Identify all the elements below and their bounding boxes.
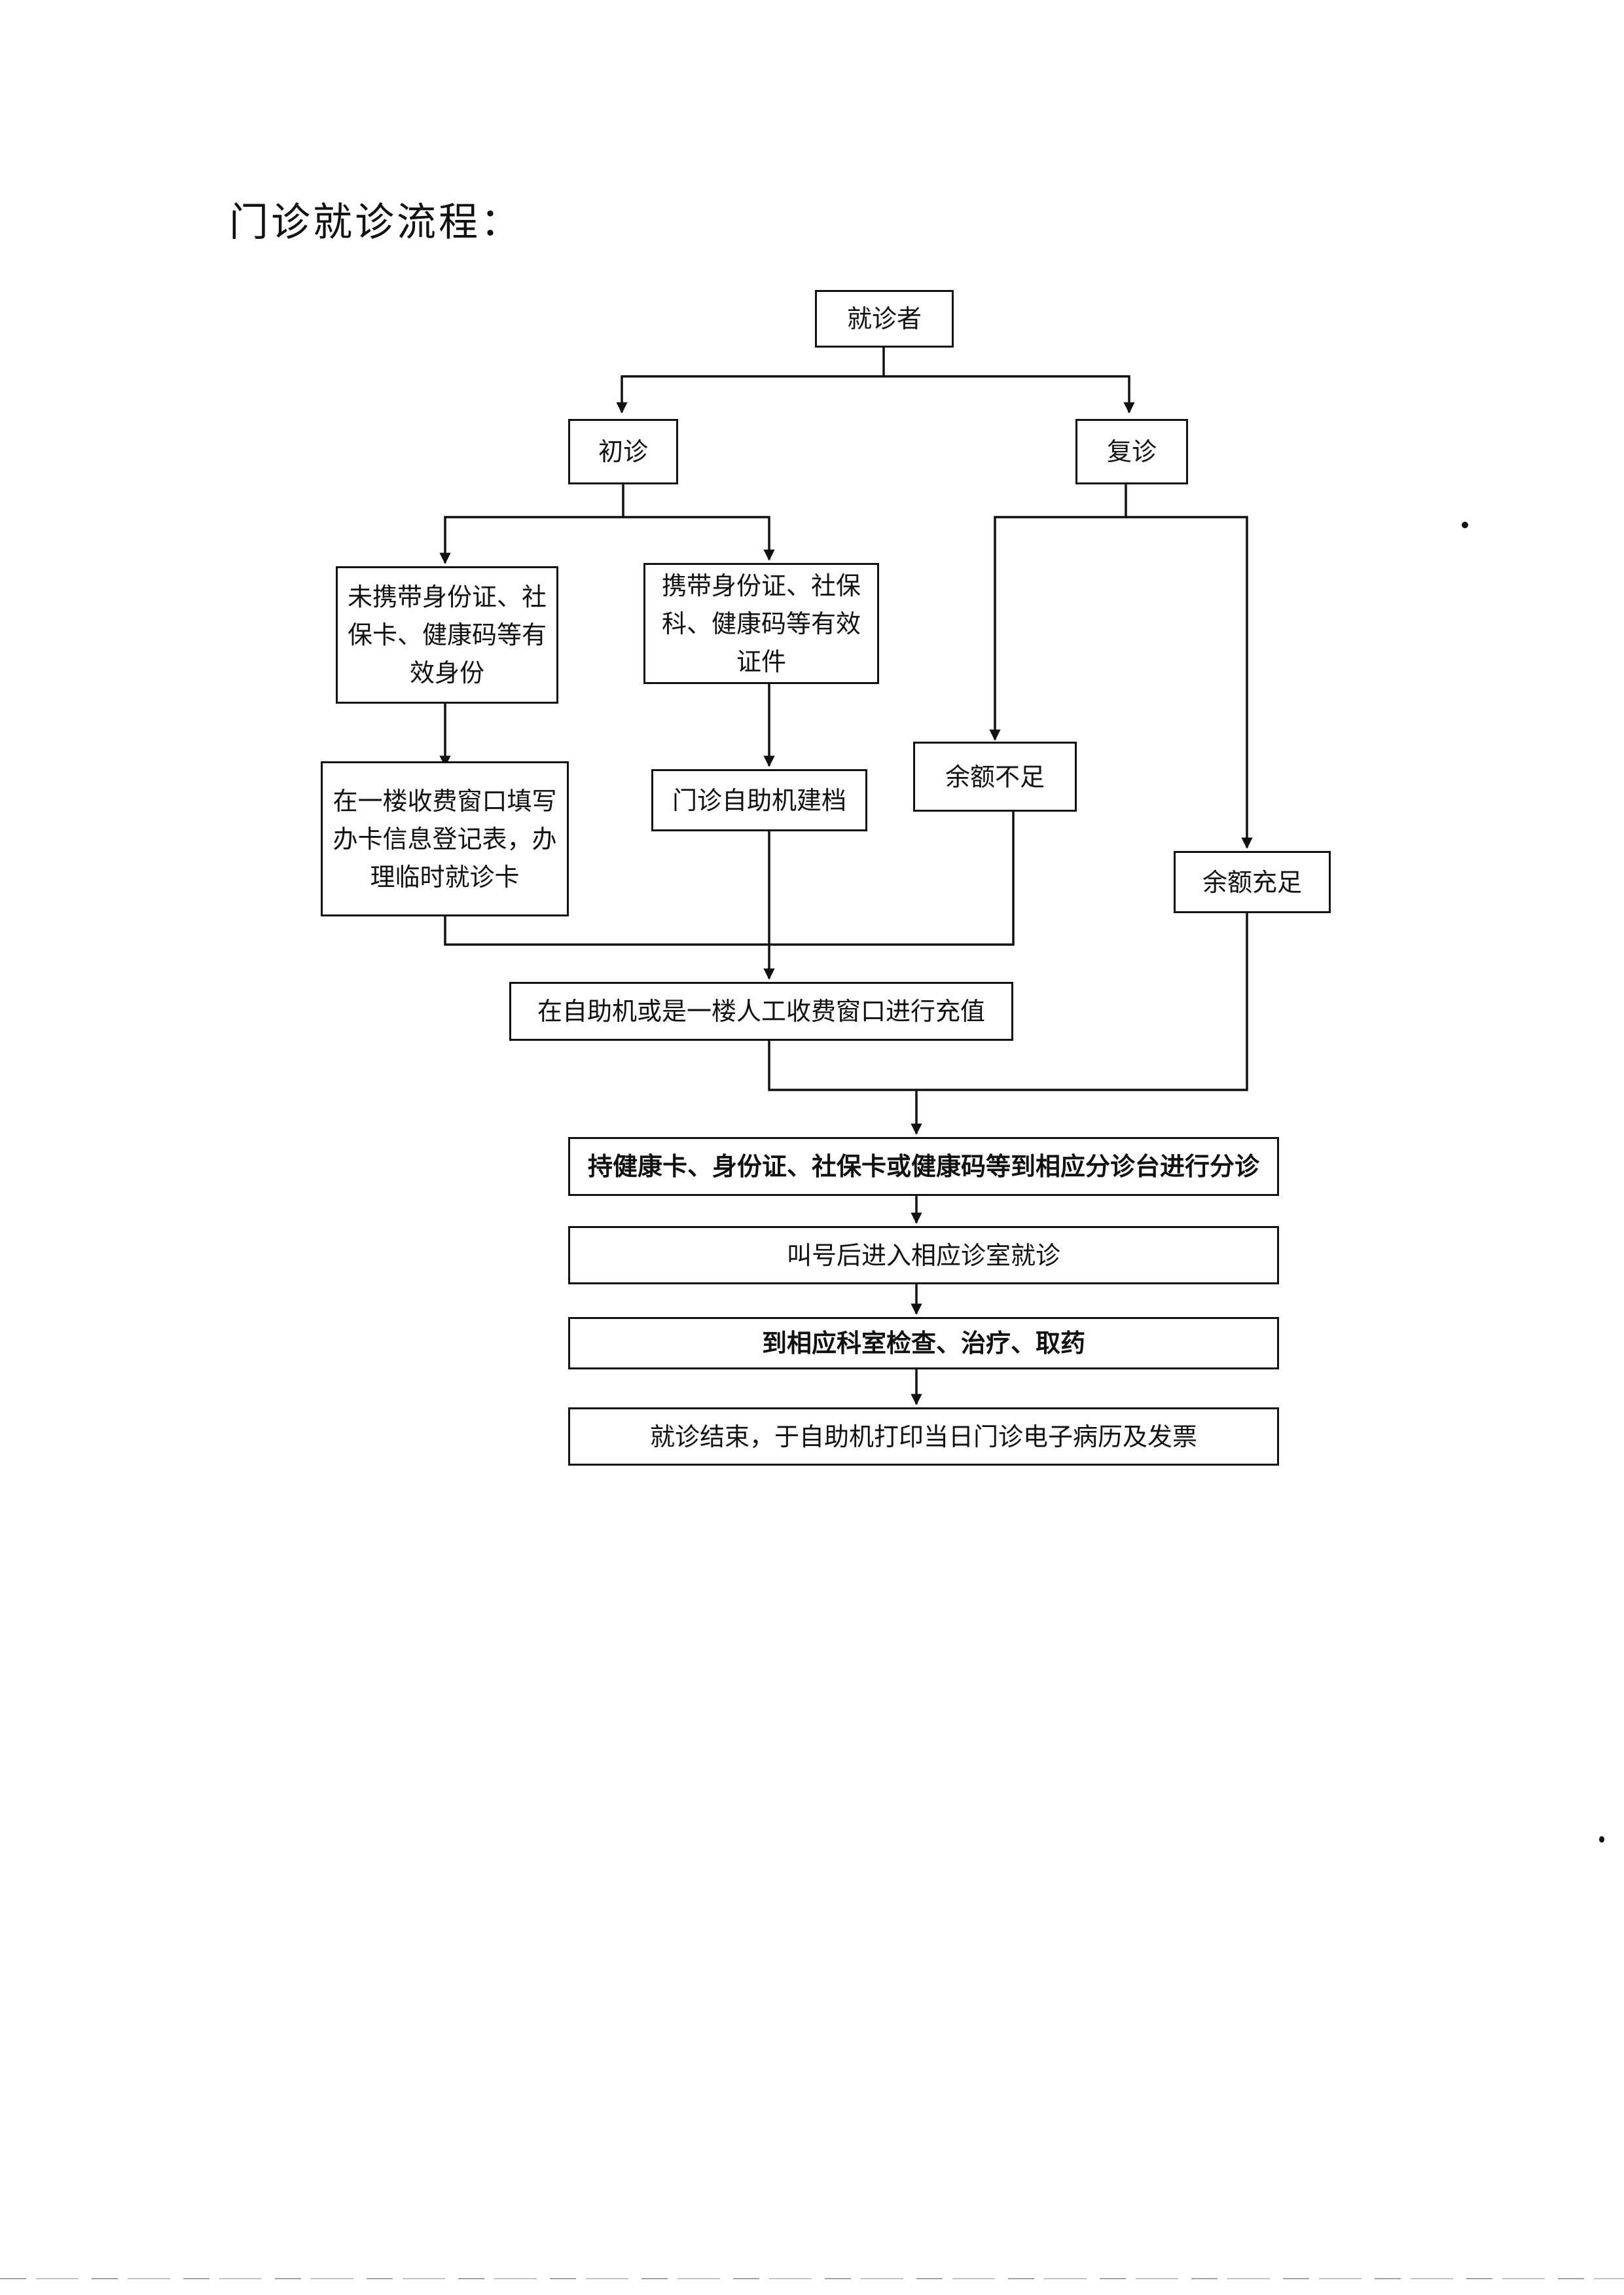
consultation-node: 叫号后进入相应诊室就诊 bbox=[568, 1226, 1279, 1284]
finish-node: 就诊结束，于自助机打印当日门诊电子病历及发票 bbox=[568, 1407, 1279, 1466]
connector-patient-return bbox=[884, 375, 1135, 414]
with-id-node: 携带身份证、社保科、健康码等有效证件 bbox=[643, 563, 879, 684]
connector-sufficient-merge bbox=[916, 913, 1248, 1091]
balance-insufficient-label: 余额不足 bbox=[945, 762, 1045, 791]
connector-return-sufficient bbox=[1126, 516, 1253, 849]
recharge-node: 在自助机或是一楼人工收费窗口进行充值 bbox=[509, 982, 1013, 1041]
return-visit-label: 复诊 bbox=[1106, 437, 1157, 466]
connector-recharge-merge bbox=[768, 1041, 916, 1091]
connector-first-no-id bbox=[439, 484, 624, 564]
register-window-label: 在一楼收费窗口填写办卡信息登记表，办理临时就诊卡 bbox=[333, 786, 557, 892]
finish-label: 就诊结束，于自助机打印当日门诊电子病历及发票 bbox=[649, 1422, 1197, 1451]
connector-patient-split bbox=[616, 347, 885, 414]
patient-node: 就诊者 bbox=[815, 290, 954, 348]
exam-node: 到相应科室检查、治疗、取药 bbox=[568, 1317, 1279, 1369]
scan-speck bbox=[1599, 1836, 1604, 1843]
balance-sufficient-node: 余额充足 bbox=[1174, 851, 1331, 913]
exam-label: 到相应科室检查、治疗、取药 bbox=[761, 1329, 1085, 1358]
self-service-register-label: 门诊自助机建档 bbox=[672, 786, 846, 815]
with-id-label: 携带身份证、社保科、健康码等有效证件 bbox=[661, 571, 861, 676]
self-service-register-node: 门诊自助机建档 bbox=[651, 769, 867, 831]
register-window-node: 在一楼收费窗口填写办卡信息登记表，办理临时就诊卡 bbox=[321, 761, 569, 916]
no-id-node: 未携带身份证、社保卡、健康码等有效身份 bbox=[336, 566, 558, 704]
connector-register-merge bbox=[444, 916, 769, 946]
return-visit-node: 复诊 bbox=[1075, 419, 1188, 484]
page-title: 门诊就诊流程： bbox=[229, 200, 522, 245]
first-visit-label: 初诊 bbox=[598, 437, 648, 466]
scan-speck bbox=[1462, 522, 1468, 528]
no-id-label: 未携带身份证、社保卡、健康码等有效身份 bbox=[347, 583, 547, 687]
first-visit-node: 初诊 bbox=[568, 419, 678, 484]
patient-label: 就诊者 bbox=[846, 304, 922, 333]
connector-return-insufficient bbox=[989, 484, 1127, 741]
connector-first-with-id bbox=[623, 516, 775, 561]
triage-node: 持健康卡、身份证、社保卡或健康码等到相应分诊台进行分诊 bbox=[568, 1137, 1279, 1196]
balance-sufficient-label: 余额充足 bbox=[1202, 867, 1302, 897]
recharge-label: 在自助机或是一楼人工收费窗口进行充值 bbox=[537, 997, 985, 1026]
scan-edge-artifact bbox=[0, 2278, 1624, 2279]
connector-insufficient-merge bbox=[769, 812, 1015, 946]
triage-label: 持健康卡、身份证、社保卡或健康码等到相应分诊台进行分诊 bbox=[587, 1152, 1259, 1181]
consultation-label: 叫号后进入相应诊室就诊 bbox=[786, 1240, 1060, 1270]
balance-insufficient-node: 余额不足 bbox=[913, 742, 1077, 812]
